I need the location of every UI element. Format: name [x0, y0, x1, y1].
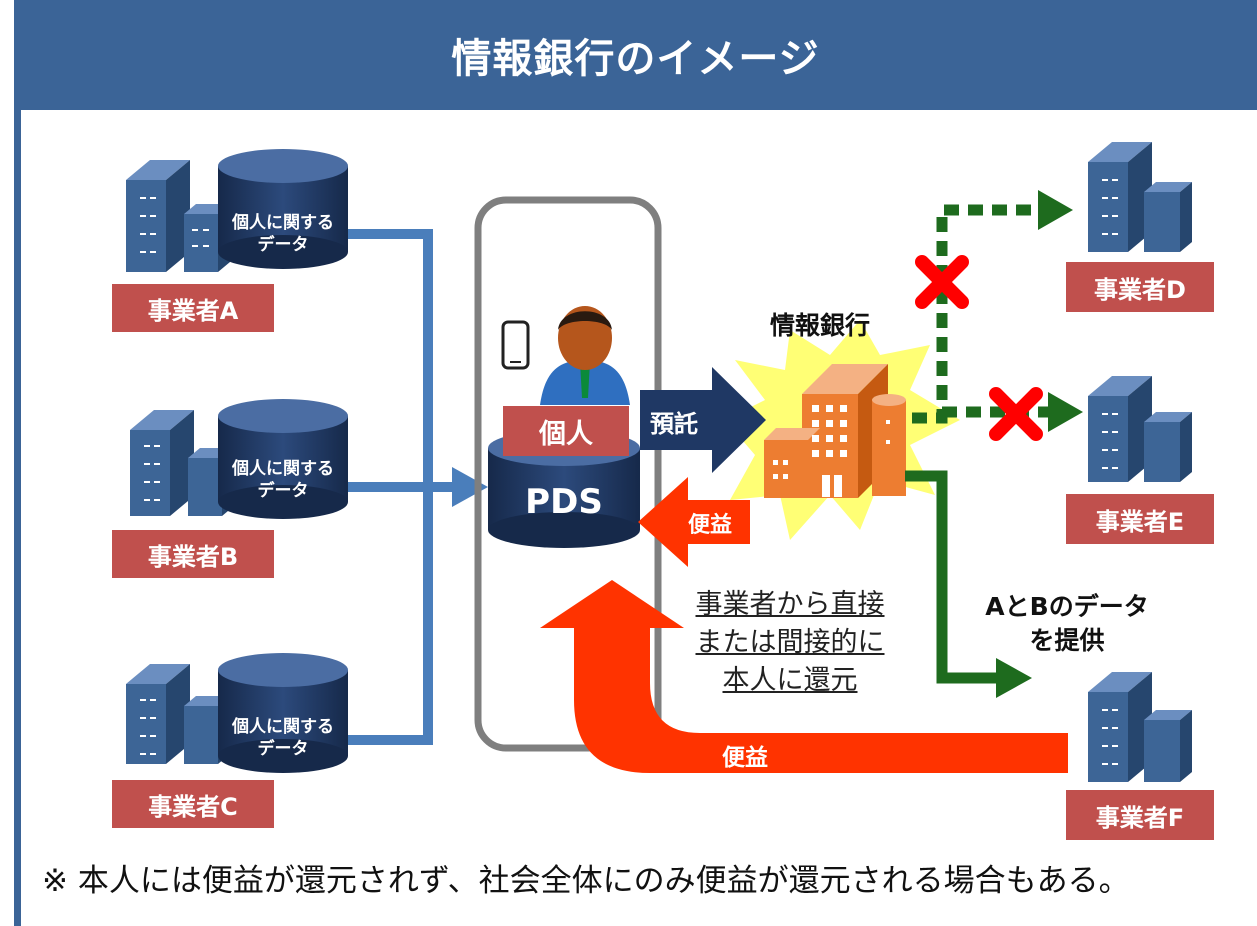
deposit-arrow	[640, 367, 766, 473]
blocked-flow-e	[942, 392, 1083, 432]
provide-text-line2: を提供	[1029, 626, 1105, 655]
db-label-line1: 個人に関する	[232, 213, 334, 233]
blocked-x-icon	[915, 255, 969, 309]
data-database-b-label: 個人に関する データ	[218, 458, 348, 502]
company-a-building-icon	[126, 160, 230, 272]
source-connectors	[330, 229, 488, 745]
db-label-line1: 個人に関する	[232, 459, 334, 479]
data-database-b	[218, 399, 348, 519]
person-panel	[474, 196, 662, 752]
data-database-a-label: 個人に関する データ	[218, 212, 348, 256]
company-d-label: 事業者D	[1066, 262, 1214, 312]
blocked-x-icon	[989, 387, 1043, 441]
company-e-label: 事業者E	[1066, 494, 1214, 544]
page-title: 情報銀行のイメージ	[14, 0, 1257, 110]
company-a-label: 事業者A	[112, 284, 274, 332]
return-text-line2: または間接的に	[695, 627, 885, 658]
benefit-arrow-small	[638, 477, 750, 567]
db-label-line2: データ	[257, 739, 309, 759]
benefit-label-large: 便益	[722, 745, 768, 771]
company-f-building-icon	[1088, 672, 1192, 782]
blocked-flow-d	[912, 190, 1073, 424]
company-c-label: 事業者C	[112, 780, 274, 828]
company-c-building-icon	[126, 664, 230, 764]
smartphone-icon	[501, 320, 530, 370]
data-database-c-label: 個人に関する データ	[218, 716, 348, 760]
data-database-c	[218, 653, 348, 773]
information-bank-building	[764, 364, 906, 498]
db-label-line2: データ	[257, 235, 309, 255]
provide-flow-f	[905, 470, 1032, 698]
company-d-building-icon	[1088, 142, 1192, 252]
db-label-line1: 個人に関する	[232, 717, 334, 737]
return-text-line3: 本人に還元	[722, 665, 858, 696]
person-label: 個人	[503, 406, 629, 456]
data-database-a	[218, 149, 348, 269]
deposit-label: 預託	[650, 410, 698, 438]
provide-data-text: AとBのデータ を提供	[962, 590, 1172, 658]
db-label-line2: データ	[257, 481, 309, 501]
return-text-line1: 事業者から直接	[695, 589, 885, 620]
left-border-rule	[14, 110, 21, 926]
provide-text-line1: AとBのデータ	[985, 592, 1149, 621]
company-f-label: 事業者F	[1066, 790, 1214, 840]
footnote: ※ 本人には便益が還元されず、社会全体にのみ便益が還元される場合もある。	[42, 863, 1130, 899]
company-b-label: 事業者B	[112, 530, 274, 578]
pds-label: PDS	[525, 482, 603, 522]
benefit-label-small: 便益	[688, 513, 733, 538]
information-bank-label: 情報銀行	[770, 311, 871, 340]
return-explanation: 事業者から直接 または間接的に 本人に還元	[672, 586, 908, 700]
benefit-arrow-large	[540, 580, 1068, 773]
person-icon	[540, 306, 630, 405]
company-e-building-icon	[1088, 376, 1192, 482]
